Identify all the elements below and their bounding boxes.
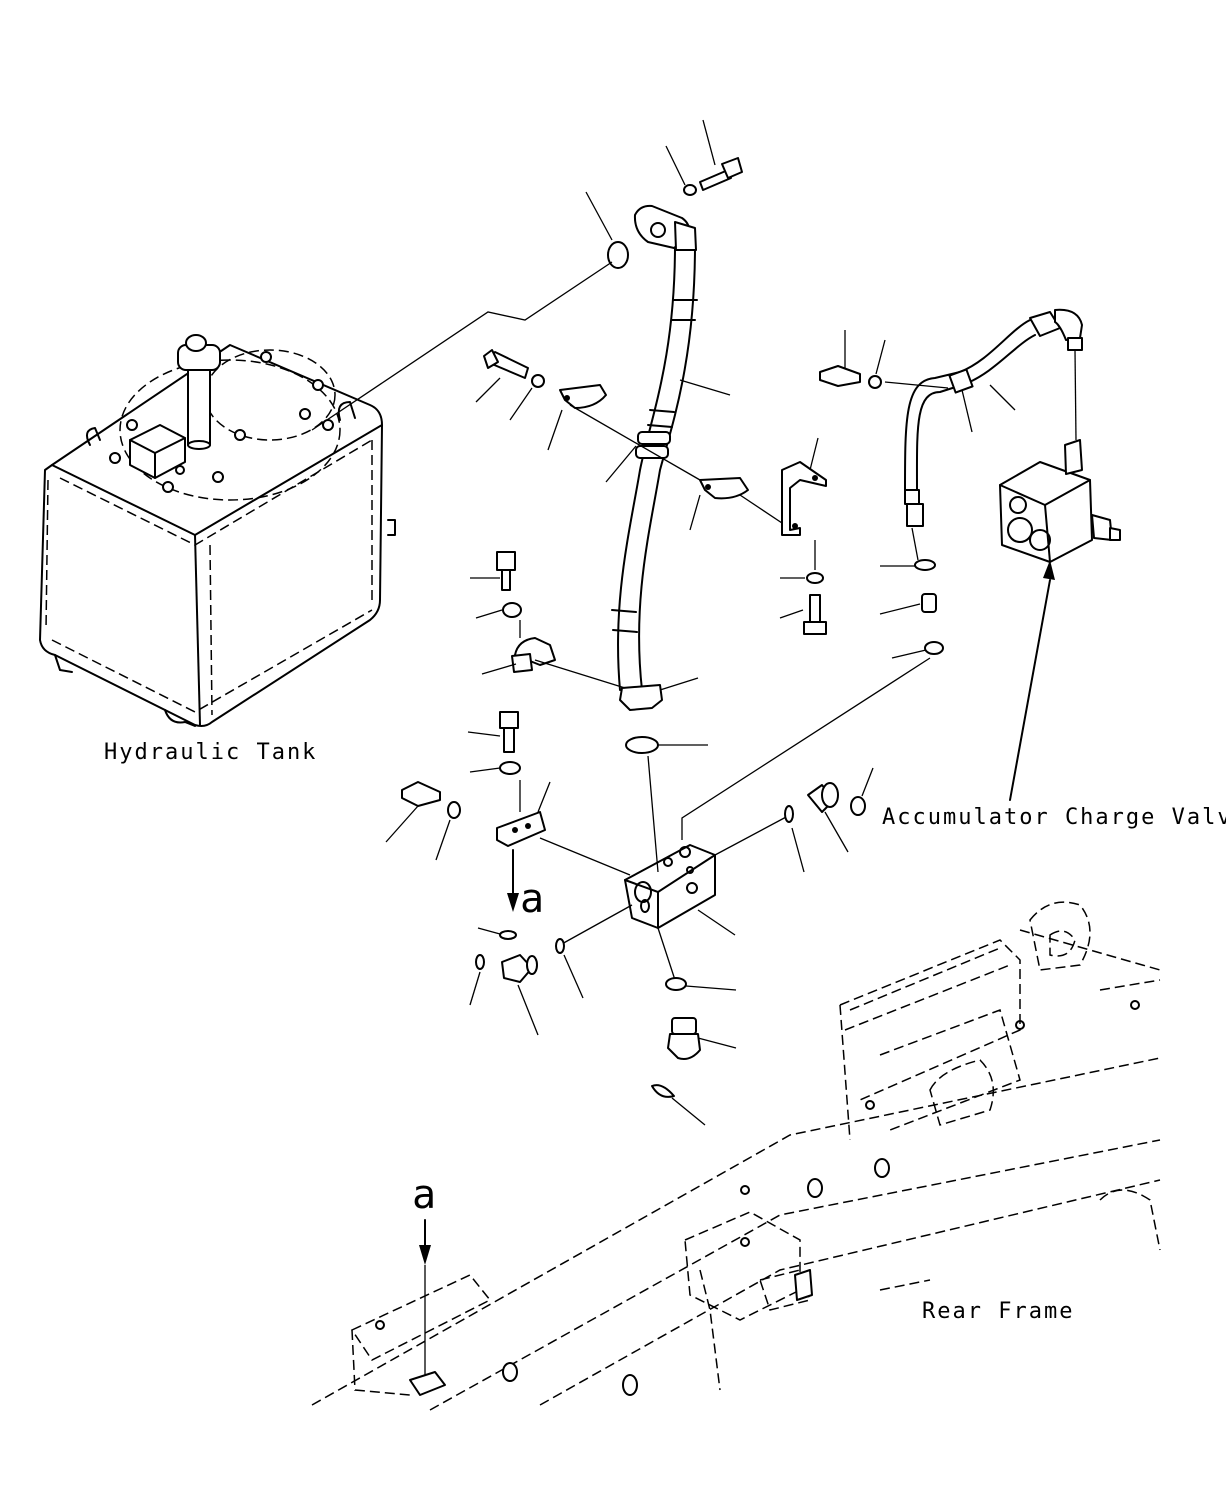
label-view-a-lower: a bbox=[412, 1172, 436, 1218]
accumulator-hose bbox=[819, 308, 1083, 659]
label-view-a-upper: a bbox=[520, 876, 544, 922]
hydraulic-tank bbox=[39, 334, 396, 727]
clamp-set-upper bbox=[475, 349, 827, 635]
label-rear-frame: Rear Frame bbox=[922, 1299, 1074, 1324]
manifold-block bbox=[559, 657, 931, 981]
label-hydraulic-tank: Hydraulic Tank bbox=[104, 740, 317, 765]
manifold-fittings bbox=[469, 736, 874, 1126]
rear-frame bbox=[311, 901, 1161, 1411]
clamp-set-lower bbox=[385, 551, 699, 876]
suction-hose-assembly bbox=[311, 119, 743, 711]
label-accumulator-charge-valve: Accumulator Charge Valve bbox=[882, 805, 1226, 830]
accumulator-charge-valve bbox=[999, 439, 1121, 801]
